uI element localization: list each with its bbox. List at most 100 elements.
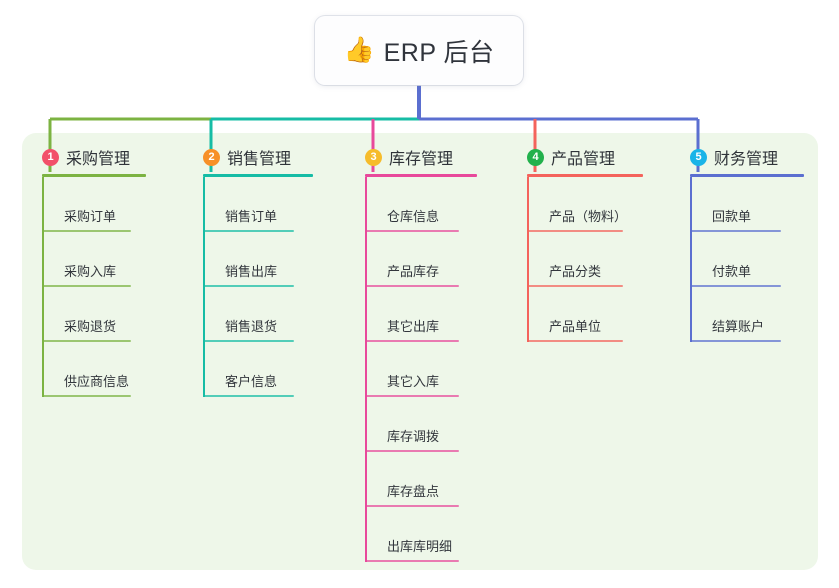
leaf-node[interactable]: 产品（物料）	[527, 177, 643, 232]
branch-underline	[690, 174, 804, 177]
branches-panel	[22, 133, 818, 570]
leaf-label: 产品单位	[549, 319, 602, 334]
branch-children-1: 采购订单采购入库采购退货供应商信息	[42, 177, 146, 397]
leaf-node[interactable]: 结算账户	[690, 287, 804, 342]
branch-title: 产品管理	[551, 151, 616, 168]
branch-column-4: 4 产品管理产品（物料） 产品分类产品单位	[527, 146, 643, 342]
leaf-node[interactable]: 付款单	[690, 232, 804, 287]
branch-spine	[42, 177, 44, 397]
root-node-card[interactable]: 👍 ERP 后台	[315, 16, 523, 85]
branch-spine	[203, 177, 205, 397]
leaf-label: 结算账户	[712, 319, 765, 334]
leaf-node[interactable]: 其它出库	[365, 287, 477, 342]
leaf-label: 仓库信息	[387, 209, 440, 224]
leaf-node[interactable]: 采购退货	[42, 287, 146, 342]
branch-header-2[interactable]: 2 销售管理	[203, 146, 313, 168]
branch-underline	[527, 174, 643, 177]
leaf-underline	[528, 285, 623, 287]
leaf-underline	[43, 340, 131, 342]
leaf-node[interactable]: 其它入库	[365, 342, 477, 397]
leaf-node[interactable]: 回款单	[690, 177, 804, 232]
branch-children-3: 仓库信息产品库存其它出库其它入库库存调拨库存盘点出库库明细	[365, 177, 477, 562]
leaf-label: 其它入库	[387, 374, 440, 389]
leaf-underline	[691, 230, 781, 232]
leaf-node[interactable]: 客户信息	[203, 342, 313, 397]
leaf-underline	[204, 285, 294, 287]
leaf-node[interactable]: 产品单位	[527, 287, 643, 342]
leaf-underline	[204, 340, 294, 342]
leaf-node[interactable]: 库存调拨	[365, 397, 477, 452]
branch-column-5: 5 财务管理回款单付款单结算账户	[690, 146, 804, 342]
branch-children-4: 产品（物料） 产品分类产品单位	[527, 177, 643, 342]
branch-title: 财务管理	[714, 151, 779, 168]
leaf-underline	[43, 230, 131, 232]
leaf-label: 其它出库	[387, 319, 440, 334]
leaf-node[interactable]: 出库库明细	[365, 507, 477, 562]
leaf-node[interactable]: 采购订单	[42, 177, 146, 232]
leaf-node[interactable]: 供应商信息	[42, 342, 146, 397]
branch-number-badge: 4	[527, 148, 544, 166]
branch-number-badge: 2	[203, 148, 220, 166]
leaf-node[interactable]: 库存盘点	[365, 452, 477, 507]
branch-children-2: 销售订单销售出库销售退货客户信息	[203, 177, 313, 397]
branch-column-2: 2 销售管理销售订单销售出库销售退货客户信息	[203, 146, 313, 397]
branch-title: 库存管理	[389, 151, 454, 168]
thumbs-up-emoji: 👍	[343, 36, 375, 64]
branch-underline	[365, 174, 477, 177]
leaf-node[interactable]: 销售退货	[203, 287, 313, 342]
branch-number-badge: 5	[690, 148, 707, 166]
leaf-label: 回款单	[712, 209, 752, 224]
leaf-label: 销售出库	[225, 264, 278, 279]
leaf-underline	[43, 285, 131, 287]
leaf-underline	[204, 395, 294, 397]
branch-children-5: 回款单付款单结算账户	[690, 177, 804, 342]
leaf-label: 采购退货	[64, 319, 117, 334]
leaf-underline	[366, 285, 459, 287]
branch-header-5[interactable]: 5 财务管理	[690, 146, 804, 168]
branch-header-4[interactable]: 4 产品管理	[527, 146, 643, 168]
leaf-label: 产品库存	[387, 264, 440, 279]
branch-header-3[interactable]: 3 库存管理	[365, 146, 477, 168]
leaf-underline	[366, 395, 459, 397]
leaf-node[interactable]: 销售订单	[203, 177, 313, 232]
branch-number-badge: 3	[365, 148, 382, 166]
leaf-underline	[43, 395, 131, 397]
branch-spine	[527, 177, 529, 342]
leaf-label: 采购入库	[64, 264, 117, 279]
leaf-underline	[528, 340, 623, 342]
leaf-underline	[366, 340, 459, 342]
leaf-label: 采购订单	[64, 209, 117, 224]
leaf-underline	[204, 230, 294, 232]
leaf-node[interactable]: 销售出库	[203, 232, 313, 287]
branch-spine	[365, 177, 367, 562]
branch-column-1: 1 采购管理采购订单采购入库采购退货供应商信息	[42, 146, 146, 397]
leaf-label: 产品（物料）	[549, 209, 628, 224]
branch-underline	[42, 174, 146, 177]
branch-header-1[interactable]: 1 采购管理	[42, 146, 146, 168]
leaf-node[interactable]: 产品分类	[527, 232, 643, 287]
leaf-label: 销售退货	[225, 319, 278, 334]
leaf-underline	[366, 560, 459, 562]
branch-title: 采购管理	[66, 151, 131, 168]
branch-title: 销售管理	[227, 151, 292, 168]
leaf-underline	[366, 230, 459, 232]
leaf-node[interactable]: 产品库存	[365, 232, 477, 287]
leaf-label: 库存调拨	[387, 429, 440, 444]
branch-number-badge: 1	[42, 148, 59, 166]
leaf-label: 供应商信息	[64, 374, 130, 389]
leaf-label: 产品分类	[549, 264, 602, 279]
branch-spine	[690, 177, 692, 342]
leaf-label: 客户信息	[225, 374, 278, 389]
leaf-label: 库存盘点	[387, 484, 440, 499]
leaf-underline	[691, 285, 781, 287]
leaf-node[interactable]: 仓库信息	[365, 177, 477, 232]
root-node-label: ERP 后台	[383, 38, 495, 67]
branch-underline	[203, 174, 313, 177]
leaf-underline	[691, 340, 781, 342]
leaf-label: 出库库明细	[387, 539, 453, 554]
leaf-node[interactable]: 采购入库	[42, 232, 146, 287]
leaf-underline	[366, 505, 459, 507]
leaf-underline	[528, 230, 623, 232]
leaf-underline	[366, 450, 459, 452]
